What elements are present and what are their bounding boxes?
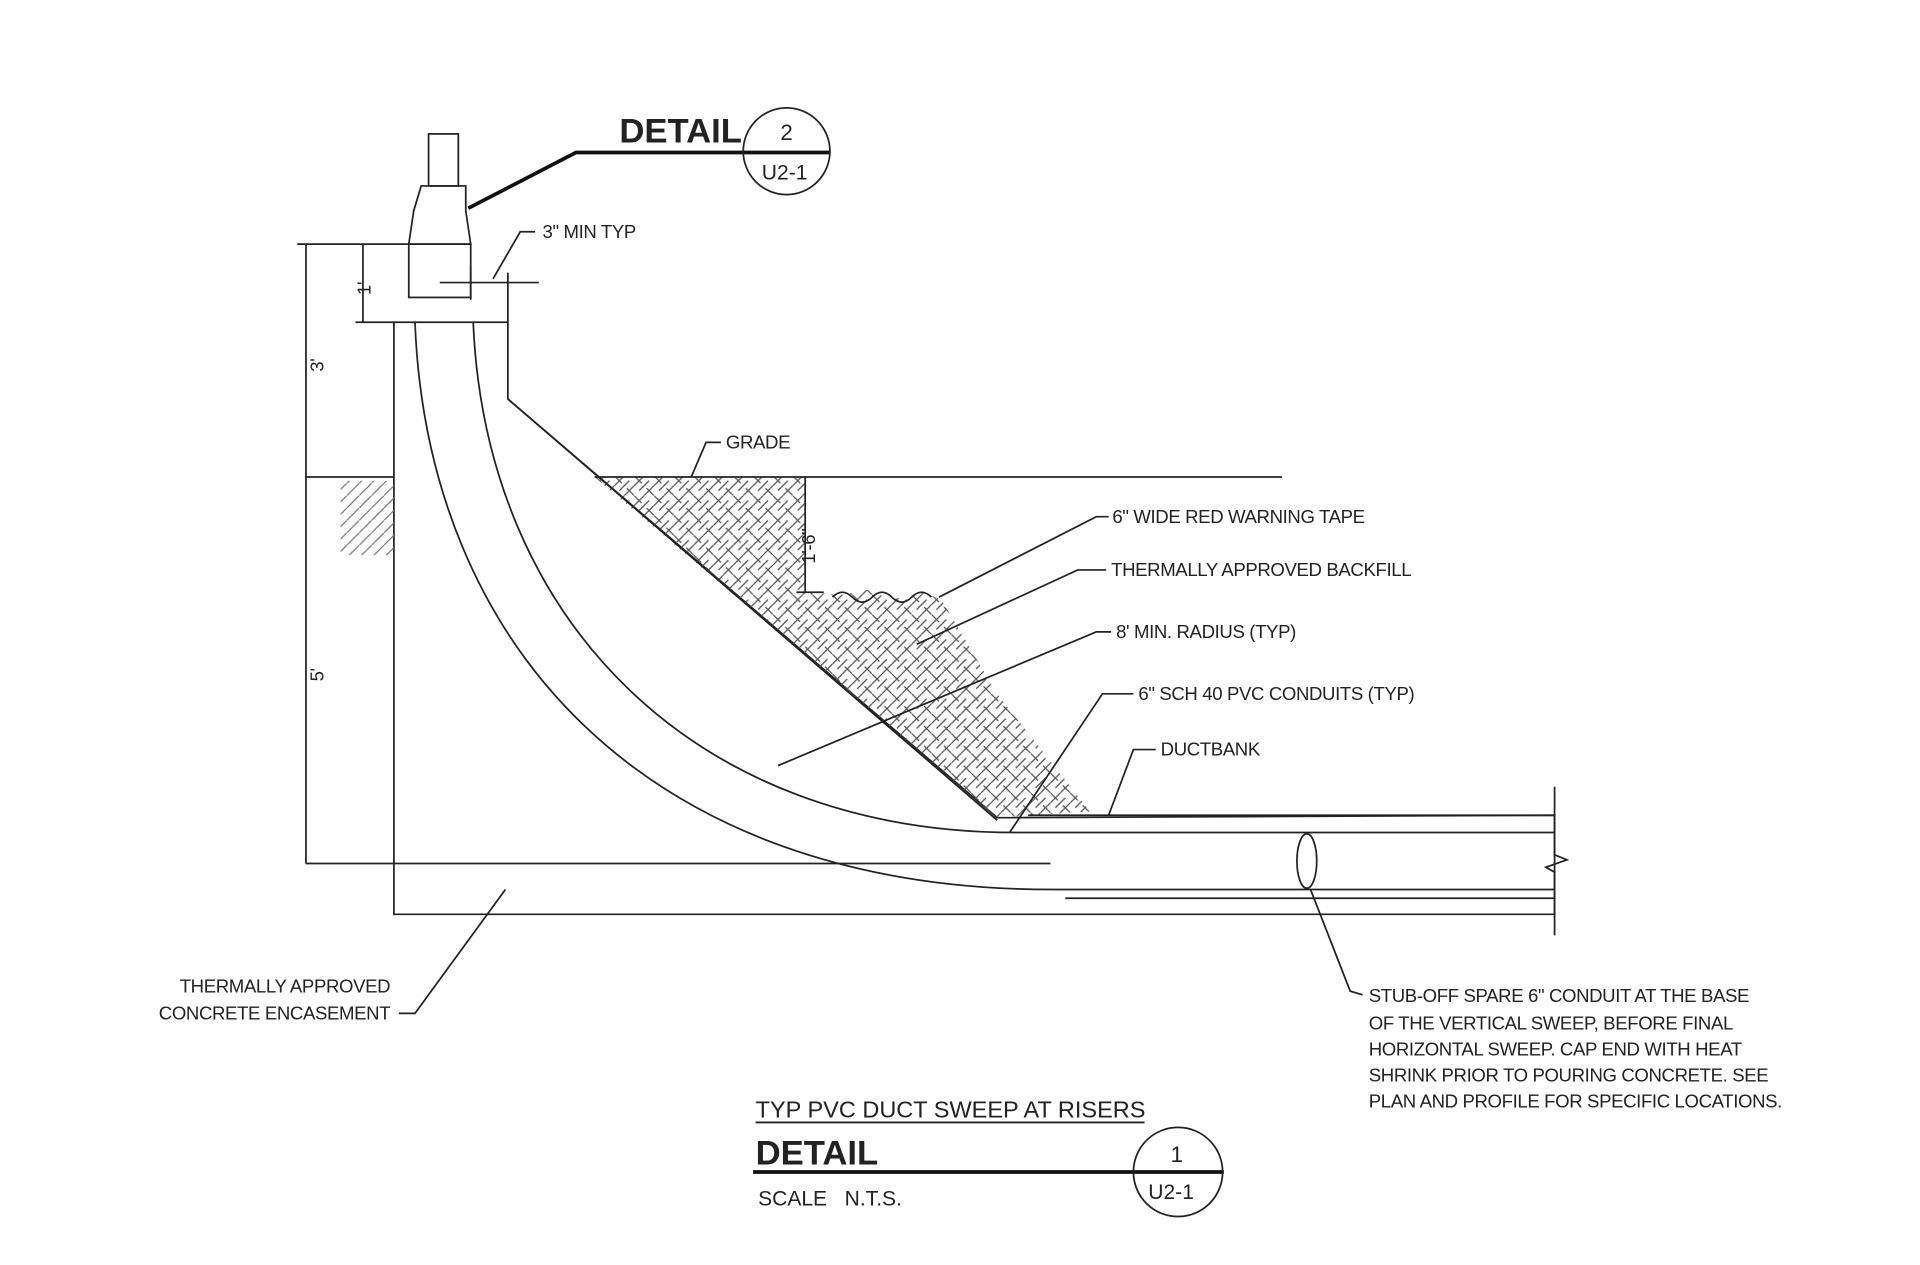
ductbank-label: DUCTBANK (1161, 739, 1261, 760)
note-line: HORIZONTAL SWEEP. CAP END WITH HEAT (1369, 1039, 1742, 1060)
tape-depth-dim: 1'-6" (798, 529, 819, 564)
below-grade-dim: 5' (306, 668, 327, 681)
leader-lines (398, 441, 1363, 1015)
conduit-inner-wall (472, 322, 1555, 834)
detail-callout-2: DETAIL 2 U2-1 (467, 107, 831, 210)
min-clearance-dim: 3" MIN TYP (543, 221, 636, 242)
radius-label: 8' MIN. RADIUS (TYP) (1116, 621, 1296, 642)
detail-title-label: DETAIL (756, 1135, 879, 1173)
note-line: STUB-OFF SPARE 6" CONDUIT AT THE BASE (1369, 985, 1749, 1006)
grade-label: GRADE (726, 432, 790, 453)
detail-title: TYP PVC DUCT SWEEP AT RISERS (756, 1096, 1146, 1122)
note-line: SHRINK PRIOR TO POURING CONCRETE. SEE (1369, 1065, 1769, 1086)
detail-callout-number: 2 (780, 120, 792, 145)
note-line: OF THE VERTICAL SWEEP, BEFORE FINAL (1369, 1013, 1733, 1034)
title-block: TYP PVC DUCT SWEEP AT RISERS DETAIL 1 U2… (753, 1096, 1224, 1218)
riser-pipe (407, 133, 472, 299)
top-offset-dim: 1' (353, 282, 374, 295)
warning-tape (831, 591, 933, 604)
encasement-label-line1: THERMALLY APPROVED (180, 975, 390, 996)
concrete-encasement (393, 321, 1556, 916)
dimension-lines (297, 230, 824, 864)
encasement-label-line2: CONCRETE ENCASEMENT (159, 1003, 390, 1024)
soil-hatch (340, 480, 394, 556)
backfill-label: THERMALLY APPROVED BACKFILL (1111, 559, 1411, 580)
title-sheet-ref: U2-1 (1148, 1181, 1194, 1204)
note-line: PLAN AND PROFILE FOR SPECIFIC LOCATIONS. (1369, 1091, 1782, 1112)
backfill-slope-line (507, 398, 998, 821)
conduit-outer-wall (414, 322, 1555, 891)
conduits-label: 6" SCH 40 PVC CONDUITS (TYP) (1138, 683, 1414, 704)
scale-label: SCALE N.T.S. (758, 1187, 902, 1210)
above-grade-dim: 3' (306, 359, 327, 372)
stub-off-note: STUB-OFF SPARE 6" CONDUIT AT THE BASE OF… (1369, 985, 1783, 1112)
break-line (1543, 786, 1570, 936)
detail-callout-label: DETAIL (619, 113, 742, 151)
spare-conduit-stub (1296, 832, 1318, 890)
warning-tape-label: 6" WIDE RED WARNING TAPE (1112, 506, 1364, 527)
title-detail-number: 1 (1171, 1142, 1183, 1167)
thermal-backfill (594, 477, 1091, 818)
detail-callout-sheet: U2-1 (762, 162, 808, 185)
